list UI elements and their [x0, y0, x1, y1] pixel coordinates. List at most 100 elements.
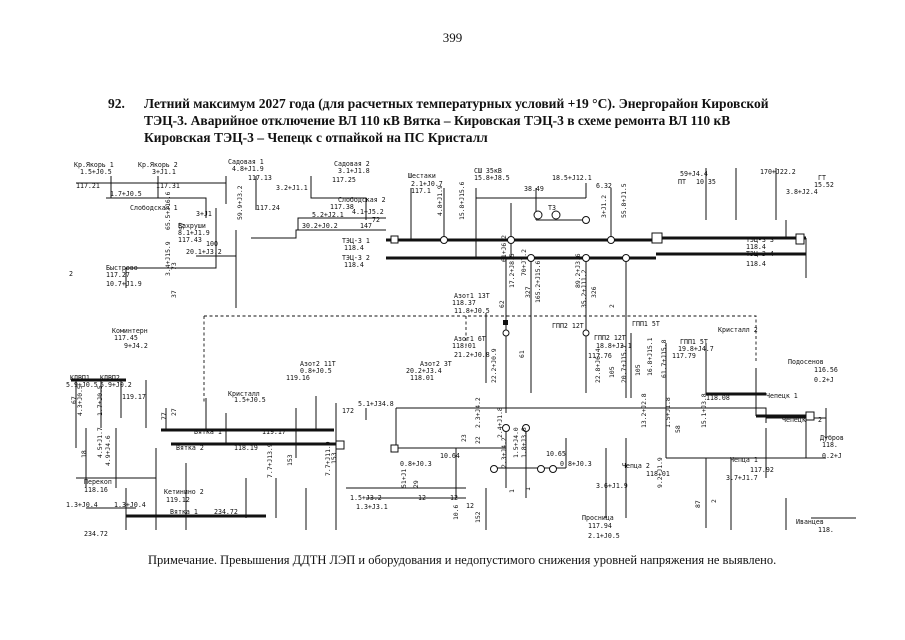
lines [75, 168, 856, 530]
vertical-flow-label: 67 [70, 396, 78, 404]
lbl-gpp1-5t-b: ГПП1 5Т [680, 338, 708, 346]
vertical-flow-label: 58 [674, 425, 682, 433]
vertical-flow-label: 10.6 [452, 504, 460, 520]
vertical-flow-label: 9.2+J1.9 [656, 457, 664, 488]
lbl-azot2-3t-flow: 20.2+J3.4 [406, 367, 442, 375]
lbl-flow-5-2: 5.2+J2.1 [312, 211, 344, 219]
lbl-sadovaya2-u: 117.25 [332, 176, 356, 184]
vertical-flow-label: 4.3+J0.5 [76, 385, 84, 416]
lbl-vakhrushi: Вахруши [178, 222, 206, 230]
lbl-ivantsevo-u: 118. [818, 526, 834, 534]
vertical-flow-label: 1.7+J0.5 [96, 385, 104, 416]
lbl-flow-1-3c: 1.3+J3.1 [356, 503, 388, 511]
lbl-kominterm-flow: 9+J4.2 [124, 342, 148, 350]
lbl-flow-30-2: 30.2+J0.2 [302, 222, 338, 230]
lbl-kr-yakor2: Кр.Якорь 2 [138, 161, 178, 169]
vertical-flow-label: 2 [608, 304, 616, 308]
lbl-gt-flow: 170+J22.2 [760, 168, 796, 176]
lbl-azot2-3t: Азот2 3Т [420, 360, 452, 368]
lbl-azot2-11t-u: 119.16 [286, 374, 310, 382]
vertical-flow-label: 57 [178, 222, 186, 230]
lbl-vyatka2: Вятка 2 [176, 444, 204, 452]
lbl-slobodskaya2-u: 117.38 [330, 203, 354, 211]
lbl-ketinino2-u: 119.12 [166, 496, 190, 504]
lbl-sh35-flow: 15.8+J8.5 [474, 174, 510, 182]
vertical-flow-label: 73 [170, 262, 178, 270]
lbl-flow-1-3b: 1.3+J0.4 [114, 501, 146, 509]
scheme-heading: 92.Летний максимум 2027 года (для расчет… [108, 95, 838, 146]
lbl-kristall: Кристалл [228, 390, 260, 398]
lbl-pt: ПТ [678, 178, 686, 186]
lbl-sadovaya1-flow: 4.8+J1.9 [232, 165, 264, 173]
heading-line-1-text: Летний максимум 2027 года (для расчетных… [144, 96, 769, 111]
disconnected-lines [203, 315, 757, 404]
lbl-dubrovo: Дубров [820, 434, 844, 442]
vertical-flow-label: 61 [518, 350, 526, 358]
vertical-flow-label: 165.2+J15.6 [534, 261, 542, 303]
lbl-n2-left: 2 [69, 270, 73, 278]
lbl-kr-yakor1-u: 117.21 [76, 182, 100, 190]
vertical-flow-label: 326 [590, 286, 598, 298]
heading-line-2: ТЭЦ-3. Аварийное отключение ВЛ 110 кВ Вя… [144, 113, 731, 128]
lbl-sh35-u: 38.49 [524, 185, 544, 193]
lbl-chepa1: Чепца 1 [730, 456, 758, 464]
vertical-flow-label: 35.2+J11.2 [580, 269, 588, 308]
vertical-flow-label: 152 [474, 511, 482, 523]
lbl-vyatka1-b: Вятка 1 [170, 508, 198, 516]
lbl-tec3-4-u: 118.4 [746, 260, 766, 268]
vertical-flow-label: 61.7+J15.8 [660, 339, 668, 378]
vertical-flow-label: 17.2+J8.5 [508, 253, 516, 288]
lbl-azot1-13t-u: 118.37 [452, 299, 476, 307]
page-number: 399 [442, 30, 463, 45]
vertical-flow-label: 1 [524, 487, 532, 491]
lbl-gpp1-5t-u: 117.79 [672, 352, 696, 360]
lbl-t3: Т3 [548, 204, 556, 212]
lbl-azot2-11t-flow: 0.8+J0.5 [300, 367, 332, 375]
lbl-kdvp-u: 119.17 [122, 393, 146, 401]
lbl-flow-0-8b: 0.8+J0.3 [560, 460, 592, 468]
lbl-vyatka-bot-u: 234.72 [84, 530, 108, 538]
lbl-flow-1-3a: 1.3+J0.4 [66, 501, 98, 509]
vertical-flow-label: 2.4+J1.8 [496, 407, 504, 438]
lbl-n12b: 12 [450, 494, 458, 502]
lbl-shestaki-u: 117.1 [411, 187, 431, 195]
lbl-flow-1-5: 1.5+J3.2 [350, 494, 382, 502]
vertical-flow-label: 3.4+J15.9 [164, 241, 172, 276]
power-grid-scheme: Кр.Якорь 1 1.5+J0.5 117.21 Кр.Якорь 2 3+… [66, 158, 856, 540]
lbl-kr-yakor1: Кр.Якорь 1 [74, 161, 114, 169]
vertical-flow-label: 77 [160, 412, 168, 420]
vertical-flow-label: 2.3+J4.2 [500, 437, 508, 468]
lbl-sh35: СШ 35кВ [474, 167, 502, 175]
lbl-gt: ГТ [818, 174, 826, 182]
vertical-flow-label: 55.8+J1.5 [620, 183, 628, 218]
lbl-kristall-flow: 1.5+J0.5 [234, 396, 266, 404]
lbl-gpp2-12t-b: ГПП2 12Т [594, 334, 626, 342]
lbl-gpp1-5t: ГПП1 5Т [632, 320, 660, 328]
lbl-vyatka1: Вятка 1 [194, 428, 222, 436]
lbl-flow-0-8a: 0.8+J0.3 [400, 460, 432, 468]
lbl-azot1-6t-flow: 21.2+J0.8 [454, 351, 490, 359]
lbl-slobodskaya1-flow: 3+J1 [196, 210, 212, 218]
nodes [335, 210, 815, 473]
lbl-n100: 100 [206, 240, 218, 248]
vertical-flow-label: 4.8+J1.9 [436, 185, 444, 216]
vertical-flow-label: 1.8+J3.8 [520, 427, 528, 458]
lbl-podosenovo: Подосенов [788, 358, 824, 366]
vertical-flow-label: 3+J1.2 [600, 195, 608, 218]
buses [71, 236, 814, 518]
vertical-flow-label: 65.5+J16.6 [164, 191, 172, 230]
lbl-gt-u: 15.52 [814, 181, 834, 189]
vertical-flow-label: 1 [508, 489, 516, 493]
lbl-gpp2-12t-flow: 18.8+J3.1 [596, 342, 632, 350]
vertical-flow-label: 20.7+J15.7 [620, 344, 628, 383]
lbl-kdvp-flow2: 5.9+J0.2 [100, 381, 132, 389]
lbl-azot1-6t: Азот1 6Т [454, 335, 486, 343]
lbl-flow-20-1: 20.1+J3.2 [186, 248, 222, 256]
vertical-flow-label: 1.5+J4.0 [512, 427, 520, 458]
lbl-slobodskaya2: Слободская 2 [338, 196, 386, 204]
lbl-n12a: 12 [418, 494, 426, 502]
lbl-prosnitsa-flow: 2.1+J0.5 [588, 532, 620, 540]
lbl-pt-flow: 59+J4.4 [680, 170, 708, 178]
lbl-perekop: Перекоп [84, 478, 112, 486]
